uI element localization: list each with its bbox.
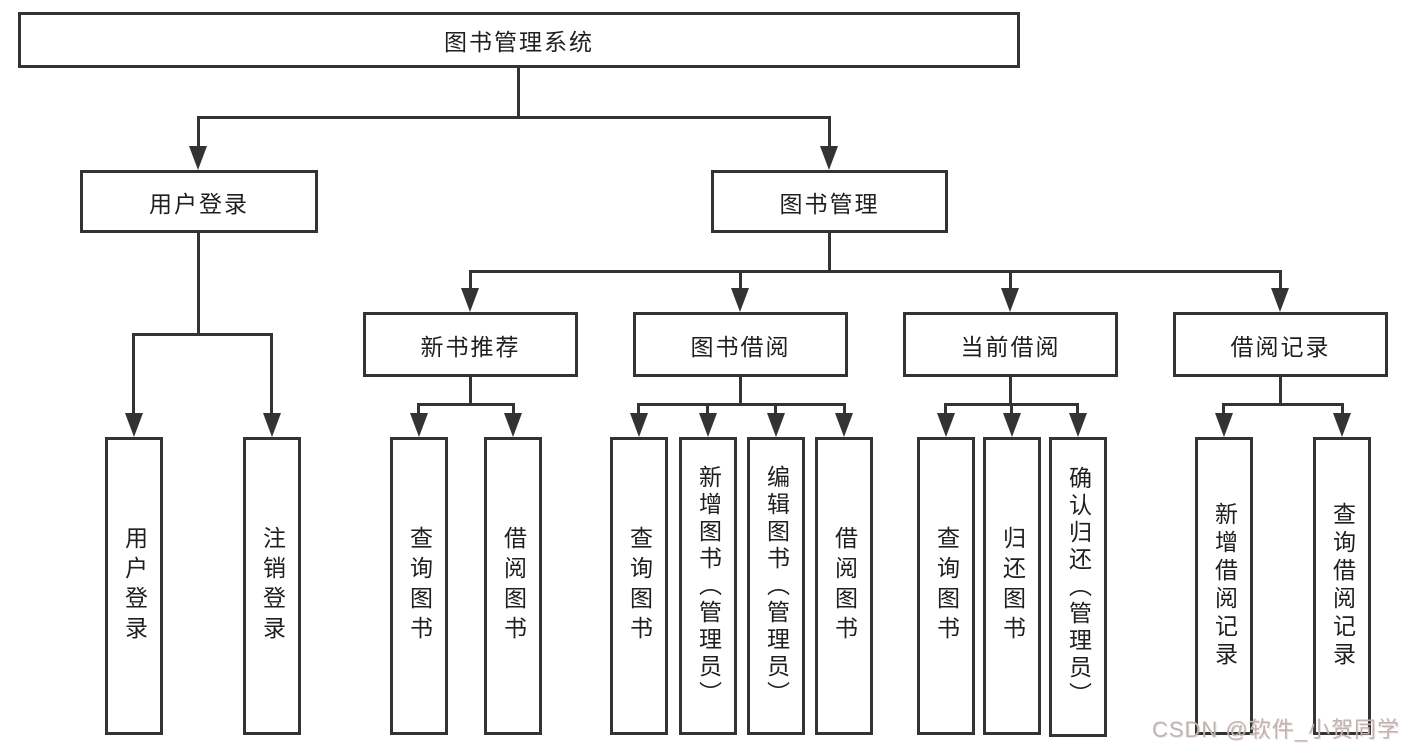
node-label: 新增借阅记录 bbox=[1211, 502, 1238, 670]
node-label: 借阅图书 bbox=[831, 526, 858, 646]
node-label: 查询图书 bbox=[406, 526, 433, 646]
connector-line bbox=[1010, 403, 1013, 415]
arrow-down-icon bbox=[125, 413, 143, 437]
connector-line bbox=[512, 403, 515, 415]
arrow-down-icon bbox=[937, 413, 955, 437]
connector-line bbox=[944, 403, 947, 415]
connector-line bbox=[1341, 403, 1344, 415]
leaf-borrow-borrow-book: 借阅图书 bbox=[815, 437, 873, 735]
node-current-borrow: 当前借阅 bbox=[903, 312, 1118, 377]
leaf-records-query-record: 查询借阅记录 bbox=[1313, 437, 1371, 735]
leaf-records-add-record: 新增借阅记录 bbox=[1195, 437, 1253, 735]
node-label: 图书管理系统 bbox=[444, 29, 594, 55]
node-label: 用户登录 bbox=[121, 526, 148, 646]
csdn-watermark: CSDN @软件_小贺同学 bbox=[1151, 717, 1400, 742]
arrow-down-icon bbox=[820, 146, 838, 170]
connector-line bbox=[417, 403, 420, 415]
connector-line bbox=[828, 116, 831, 148]
leaf-current-confirm-return-admin: 确认归还（管理员） bbox=[1049, 437, 1107, 737]
arrow-down-icon bbox=[1333, 413, 1351, 437]
connector-line bbox=[1222, 403, 1225, 415]
node-label: 当前借阅 bbox=[960, 333, 1061, 360]
arrow-down-icon bbox=[699, 413, 717, 437]
connector-line bbox=[637, 403, 846, 406]
arrow-down-icon bbox=[504, 413, 522, 437]
leaf-borrow-add-book-admin: 新增图书（管理员） bbox=[679, 437, 737, 735]
connector-line bbox=[517, 68, 520, 118]
connector-line bbox=[197, 233, 200, 336]
arrow-down-icon bbox=[767, 413, 785, 437]
arrow-down-icon bbox=[189, 146, 207, 170]
node-label: 注销登录 bbox=[259, 526, 286, 646]
node-label: 新书推荐 bbox=[420, 333, 521, 360]
node-label: 新增图书（管理员） bbox=[695, 464, 722, 708]
connector-line bbox=[1009, 270, 1012, 292]
connector-line bbox=[1009, 377, 1012, 406]
arrow-down-icon bbox=[410, 413, 428, 437]
arrow-down-icon bbox=[1069, 413, 1087, 437]
node-label: 查询图书 bbox=[933, 526, 960, 646]
connector-line bbox=[1076, 403, 1079, 415]
connector-line bbox=[706, 403, 709, 415]
leaf-current-return-book: 归还图书 bbox=[983, 437, 1041, 735]
arrow-down-icon bbox=[1215, 413, 1233, 437]
arrow-down-icon bbox=[630, 413, 648, 437]
node-new-book-recommend: 新书推荐 bbox=[363, 312, 578, 377]
node-label: 查询图书 bbox=[626, 526, 653, 646]
arrow-down-icon bbox=[263, 413, 281, 437]
node-label: 查询借阅记录 bbox=[1329, 502, 1356, 670]
node-label: 用户登录 bbox=[149, 190, 249, 217]
connector-line bbox=[417, 403, 515, 406]
connector-line bbox=[1279, 377, 1282, 406]
connector-line bbox=[1279, 270, 1282, 292]
leaf-user-login: 用户登录 bbox=[105, 437, 163, 735]
connector-line bbox=[132, 333, 135, 415]
connector-line bbox=[843, 403, 846, 415]
arrow-down-icon bbox=[731, 288, 749, 312]
arrow-down-icon bbox=[1003, 413, 1021, 437]
leaf-recommend-borrow-book: 借阅图书 bbox=[484, 437, 542, 735]
node-book-management: 图书管理 bbox=[711, 170, 948, 233]
arrow-down-icon bbox=[461, 288, 479, 312]
connector-line bbox=[1222, 403, 1344, 406]
connector-line bbox=[637, 403, 640, 415]
connector-line bbox=[774, 403, 777, 415]
connector-line bbox=[469, 270, 472, 292]
leaf-borrow-query-book: 查询图书 bbox=[610, 437, 668, 735]
connector-line bbox=[828, 233, 831, 273]
node-label: 确认归还（管理员） bbox=[1065, 465, 1092, 709]
leaf-borrow-edit-book-admin: 编辑图书（管理员） bbox=[747, 437, 805, 735]
node-label: 图书管理 bbox=[779, 190, 880, 217]
node-user-login: 用户登录 bbox=[80, 170, 318, 233]
leaf-recommend-query-book: 查询图书 bbox=[390, 437, 448, 735]
leaf-current-query-book: 查询图书 bbox=[917, 437, 975, 735]
leaf-logout: 注销登录 bbox=[243, 437, 301, 735]
connector-line bbox=[132, 333, 273, 336]
connector-line bbox=[469, 377, 472, 406]
connector-line bbox=[197, 116, 831, 119]
node-label: 编辑图书（管理员） bbox=[763, 464, 790, 708]
node-root-library-system: 图书管理系统 bbox=[18, 12, 1020, 68]
connector-line bbox=[469, 270, 1281, 273]
node-label: 图书借阅 bbox=[690, 333, 791, 360]
node-label: 借阅记录 bbox=[1230, 333, 1331, 360]
connector-line bbox=[270, 333, 273, 415]
node-book-borrow: 图书借阅 bbox=[633, 312, 848, 377]
connector-line bbox=[739, 377, 742, 406]
node-label: 归还图书 bbox=[999, 526, 1026, 646]
node-borrow-records: 借阅记录 bbox=[1173, 312, 1388, 377]
arrow-down-icon bbox=[835, 413, 853, 437]
arrow-down-icon bbox=[1001, 288, 1019, 312]
node-label: 借阅图书 bbox=[500, 526, 527, 646]
connector-line bbox=[739, 270, 742, 292]
arrow-down-icon bbox=[1271, 288, 1289, 312]
connector-line bbox=[197, 116, 200, 148]
